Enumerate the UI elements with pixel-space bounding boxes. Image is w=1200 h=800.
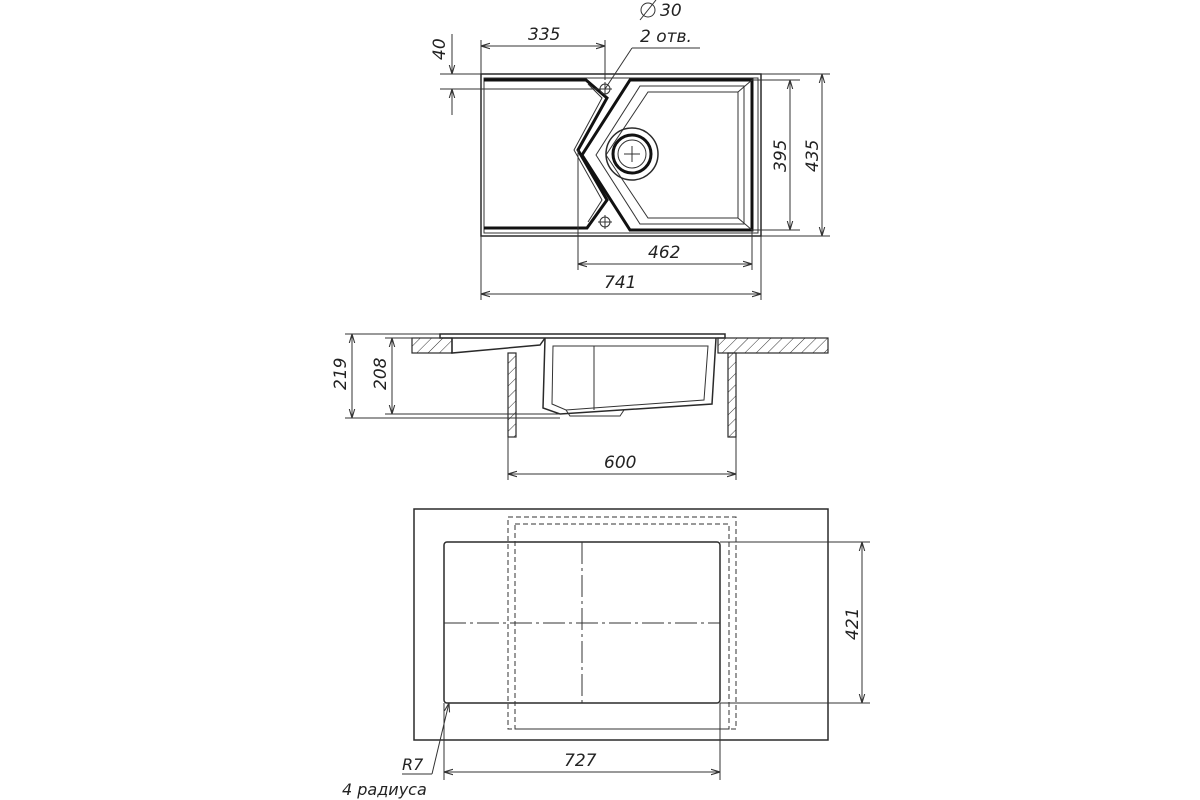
corner-radius: R7 [402, 755, 424, 774]
dim-height-total: 219 [331, 358, 351, 390]
diameter-symbol-icon [640, 2, 656, 18]
countertop-section-right [717, 337, 829, 354]
dim-width-total: 741 [604, 273, 636, 293]
dim-depth-total: 435 [803, 140, 823, 172]
tap-hole-icon [598, 215, 612, 229]
hole-count-note: 2 отв. [640, 27, 692, 47]
countertop-outline [413, 508, 829, 741]
dim-cutout-width: 727 [564, 751, 597, 771]
bowl-outline [580, 78, 754, 232]
top-view: 335 30 2 отв. 40 462 741 395 435 [430, 0, 830, 300]
dim-tap-offset: 40 [430, 38, 450, 60]
drainboard-groove [484, 78, 609, 230]
dim-bowl-depth: 395 [771, 140, 791, 172]
corner-note: 4 радиуса [342, 780, 427, 799]
cutout-view: 421 727 R7 4 радиуса [342, 508, 870, 799]
countertop-section-left [411, 337, 453, 354]
cabinet-wall-right [727, 352, 737, 438]
dim-cutout-depth: 421 [843, 608, 863, 640]
cabinet-outline-hidden [507, 516, 737, 730]
sink-bowl-profile [542, 337, 717, 415]
dim-cabinet-width: 600 [604, 453, 636, 473]
dim-left-offset: 335 [528, 25, 560, 45]
top-view-outer-contour [480, 73, 762, 237]
drain-icon [605, 127, 659, 181]
side-view: 219 208 600 [331, 333, 829, 480]
top-view-inner-rim [483, 77, 759, 234]
cabinet-wall-left [507, 352, 517, 438]
dim-bowl-width: 462 [648, 243, 680, 263]
hole-diameter: 30 [660, 1, 682, 21]
dim-bowl-height: 208 [371, 357, 391, 390]
